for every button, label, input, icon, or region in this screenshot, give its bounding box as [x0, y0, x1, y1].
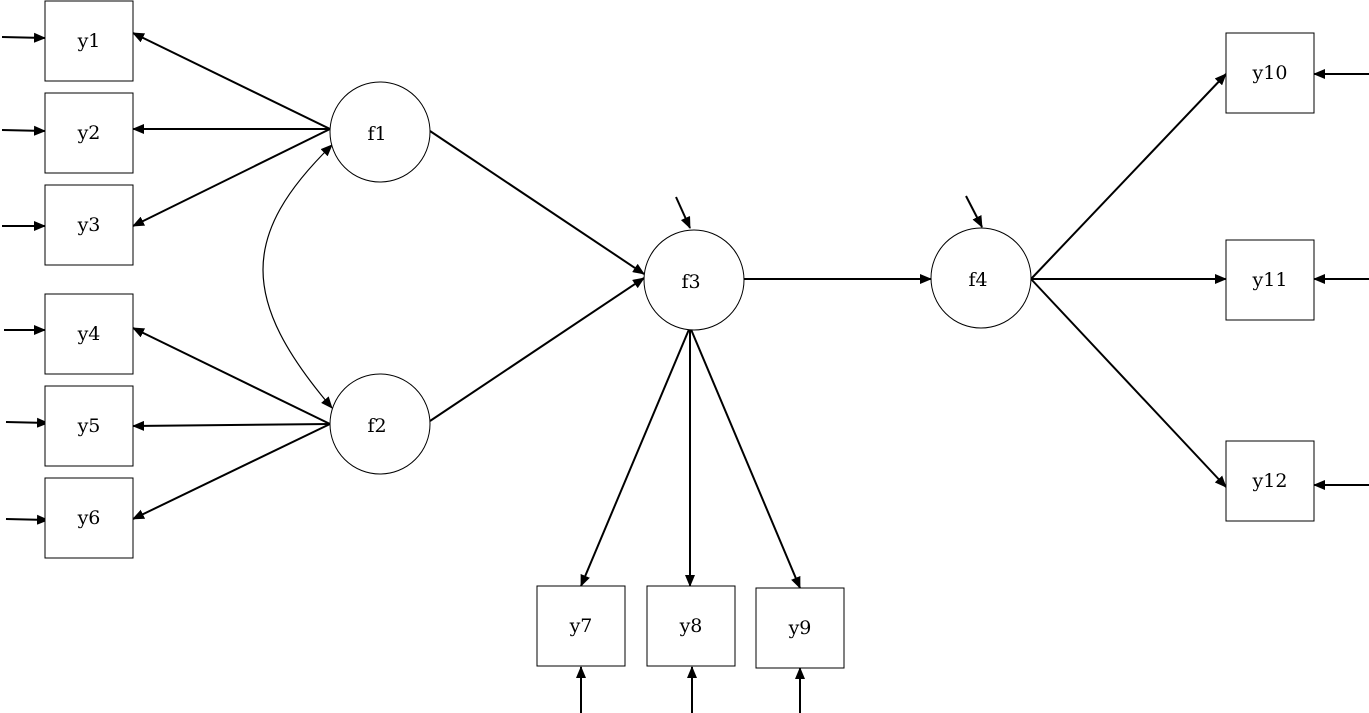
observed-label: y10	[1252, 62, 1288, 84]
observed-variable-y8: y8	[646, 585, 736, 667]
observed-box	[1225, 440, 1315, 522]
path-arrow-f3-y9	[689, 326, 801, 589]
path-arrow-f1-f3	[429, 130, 645, 275]
error-arrow-y5	[5, 417, 49, 428]
observed-box	[755, 587, 845, 669]
error-arrow-y6	[5, 514, 49, 525]
observed-box	[44, 477, 134, 559]
observed-label: y4	[77, 323, 101, 345]
observed-label: y11	[1252, 269, 1288, 291]
latent-variable-f2: f2	[329, 373, 431, 475]
observed-label: y12	[1252, 470, 1288, 492]
path-arrow-f2-y6	[132, 423, 331, 520]
latent-circle	[643, 229, 745, 331]
latent-circle	[930, 227, 1032, 329]
path-arrow-f2-f3	[429, 277, 645, 422]
observed-box	[44, 184, 134, 266]
path-arrow-f4-y12	[1030, 278, 1227, 488]
observed-label: y2	[77, 122, 101, 144]
path-arrow-f3-y7	[580, 326, 691, 587]
observed-label: y7	[569, 615, 593, 637]
observed-label: y9	[788, 617, 812, 639]
error-arrow-f3	[675, 196, 691, 229]
observed-box	[44, 293, 134, 375]
observed-variable-y12: y12	[1225, 440, 1315, 522]
error-arrow-y1	[1, 32, 46, 43]
latent-label: f1	[367, 123, 386, 145]
observed-box	[44, 0, 134, 82]
latent-label: f4	[968, 269, 987, 291]
observed-variable-y10: y10	[1225, 32, 1315, 114]
observed-label: y8	[679, 615, 703, 637]
observed-box	[44, 385, 134, 467]
path-arrow-f2-y5	[132, 420, 331, 431]
observed-box	[536, 585, 626, 667]
latent-circle	[329, 81, 431, 183]
covariance-arrow-f1-f2	[262, 144, 333, 409]
observed-variable-y5: y5	[44, 385, 134, 467]
observed-label: y3	[77, 214, 101, 236]
observed-variable-y6: y6	[44, 477, 134, 559]
observed-variable-y1: y1	[44, 0, 134, 82]
observed-variable-y4: y4	[44, 293, 134, 375]
path-arrow-f1-y3	[132, 128, 331, 227]
observed-box	[646, 585, 736, 667]
edges-layer	[1, 32, 1369, 713]
observed-label: y1	[77, 30, 101, 52]
observed-box	[44, 92, 134, 174]
observed-label: y6	[77, 507, 101, 529]
observed-variable-y11: y11	[1225, 239, 1315, 321]
observed-variable-y3: y3	[44, 184, 134, 266]
observed-variable-y2: y2	[44, 92, 134, 174]
nodes-layer: y1 y2 y3 y4 y5 y6 y7 y8 y9 y10 y11 y12 f1 f2 f3 f4	[44, 0, 1315, 669]
path-arrow-f1-y1	[132, 32, 331, 130]
observed-label: y5	[77, 415, 101, 437]
latent-variable-f3: f3	[643, 229, 745, 331]
path-arrow-f2-y4	[132, 327, 331, 425]
error-arrow-f4	[965, 195, 983, 228]
latent-circle	[329, 373, 431, 475]
observed-variable-y9: y9	[755, 587, 845, 669]
latent-variable-f1: f1	[329, 81, 431, 183]
observed-variable-y7: y7	[536, 585, 626, 667]
path-arrow-f4-y10	[1030, 73, 1227, 280]
latent-label: f2	[367, 415, 386, 437]
observed-box	[1225, 239, 1315, 321]
latent-variable-f4: f4	[930, 227, 1032, 329]
error-arrow-y2	[1, 125, 46, 136]
latent-label: f3	[681, 271, 700, 293]
observed-box	[1225, 32, 1315, 114]
